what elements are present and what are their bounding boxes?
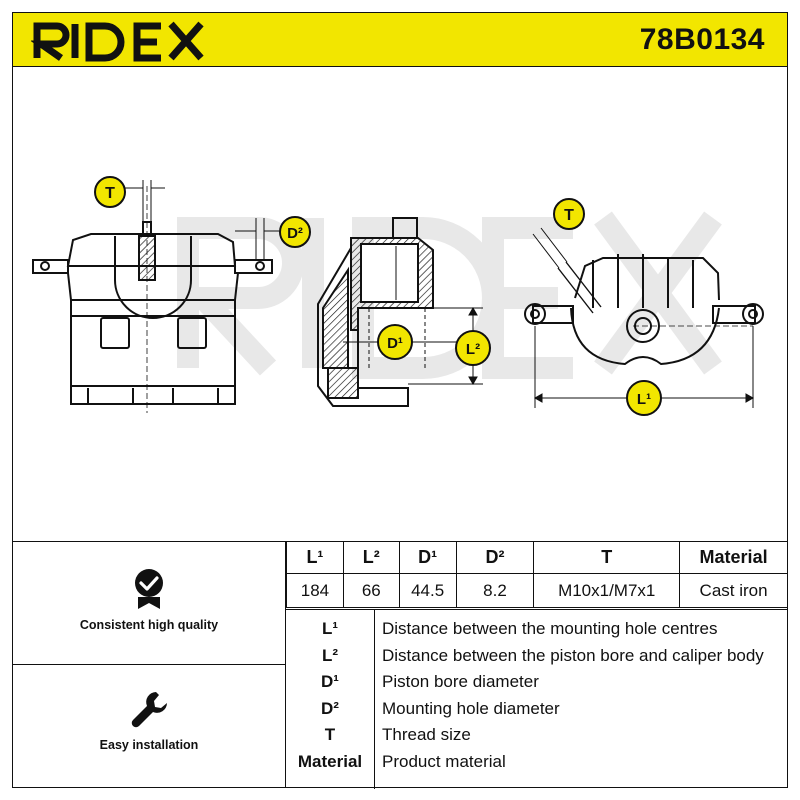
badge-d2: D² xyxy=(279,216,311,248)
legend-key: L¹ xyxy=(321,619,339,638)
badge-t-front: T xyxy=(94,176,126,208)
legend-row: L¹ Distance between the mounting hole ce… xyxy=(286,616,788,642)
badge-t-back: T xyxy=(553,198,585,230)
badge-l2: L² xyxy=(455,330,491,366)
quality-badge-icon xyxy=(135,569,163,609)
feature-label: Easy installation xyxy=(99,738,199,752)
features-panel: Consistent high quality Easy installatio… xyxy=(12,541,286,788)
spec-value: Cast iron xyxy=(679,573,788,608)
caliper-side-view xyxy=(317,217,434,407)
t-front-dimension xyxy=(118,180,165,222)
feature-label: Consistent high quality xyxy=(79,618,219,632)
spec-header: D¹ xyxy=(398,541,457,574)
wrench-icon xyxy=(131,692,167,728)
specs-section: Consistent high quality Easy installatio… xyxy=(12,541,788,789)
spec-value: 184 xyxy=(286,573,344,608)
specs-value-row: 184 66 44.5 8.2 M10x1/M7x1 Cast iron xyxy=(286,573,788,608)
caliper-front-view xyxy=(32,186,273,413)
spec-header: D² xyxy=(455,541,535,574)
legend-desc: Distance between the mounting hole centr… xyxy=(382,619,718,638)
legend-row: D¹ Piston bore diameter xyxy=(286,669,788,695)
l2-dimension xyxy=(408,306,483,386)
svg-text:D²: D² xyxy=(287,225,303,242)
legend-desc: Distance between the piston bore and cal… xyxy=(382,646,764,665)
svg-text:D¹: D¹ xyxy=(387,335,403,352)
svg-text:L¹: L¹ xyxy=(637,391,651,408)
svg-text:T: T xyxy=(105,185,115,202)
legend-key: L² xyxy=(321,646,339,665)
badge-l1: L¹ xyxy=(626,380,662,416)
spec-value: 44.5 xyxy=(398,573,457,608)
legend-row: T Thread size xyxy=(286,722,788,748)
legend-key: T xyxy=(324,725,336,744)
part-number: 78B0134 xyxy=(639,23,765,56)
legend-key: Material xyxy=(297,752,363,771)
spec-header: T xyxy=(533,541,681,574)
legend-row: D² Mounting hole diameter xyxy=(286,696,788,722)
legend-divider xyxy=(374,610,375,789)
spec-header: Material xyxy=(679,541,788,574)
legend: L¹ Distance between the mounting hole ce… xyxy=(286,609,788,789)
spec-value: M10x1/M7x1 xyxy=(533,573,681,608)
legend-row: L² Distance between the piston bore and … xyxy=(286,643,788,669)
svg-text:T: T xyxy=(564,207,574,224)
legend-row: Material Product material xyxy=(286,749,788,775)
legend-key: D² xyxy=(321,699,339,718)
feature-installation: Easy installation xyxy=(12,688,286,752)
legend-desc: Thread size xyxy=(382,725,471,744)
specs-header-row: L¹ L² D¹ D² T Material xyxy=(286,541,788,574)
caliper-technical-drawing: T D² D¹ L² T L¹ xyxy=(32,176,764,416)
legend-desc: Mounting hole diameter xyxy=(382,699,560,718)
spec-header: L¹ xyxy=(286,541,344,574)
legend-desc: Piston bore diameter xyxy=(382,672,539,691)
header-bar: 78B0134 xyxy=(12,12,788,67)
feature-quality: Consistent high quality xyxy=(12,568,286,632)
badge-d1: D¹ xyxy=(377,324,413,360)
legend-desc: Product material xyxy=(382,752,506,771)
spec-header: L² xyxy=(342,541,400,574)
spec-value: 8.2 xyxy=(455,573,535,608)
svg-text:L²: L² xyxy=(466,341,480,358)
t-back-dimension xyxy=(532,227,568,269)
legend-key: D¹ xyxy=(321,672,339,691)
specs-table: L¹ L² D¹ D² T Material 184 66 44.5 8.2 M… xyxy=(286,541,788,608)
spec-value: 66 xyxy=(342,573,400,608)
ridex-logo xyxy=(31,21,204,62)
feature-divider xyxy=(12,664,286,665)
caliper-back-view xyxy=(524,254,764,366)
watermark xyxy=(177,211,722,379)
